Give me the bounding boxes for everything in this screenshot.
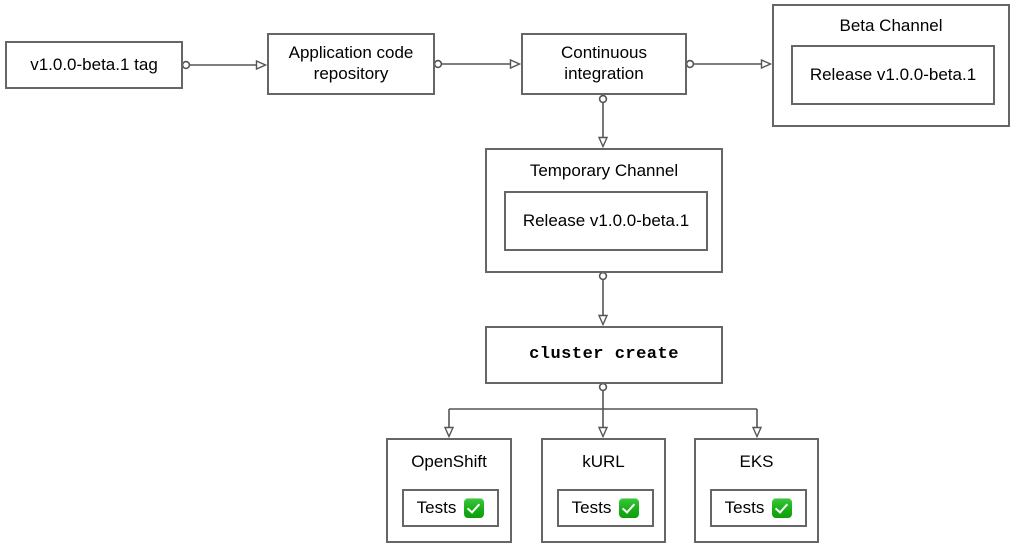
green-check-icon bbox=[619, 497, 640, 518]
node-tag[interactable]: v1.0.0-beta.1 tag bbox=[5, 41, 183, 89]
openshift-tests-label: Tests bbox=[416, 497, 457, 517]
edge-ci-to-beta-channel bbox=[685, 61, 770, 68]
edge-repo-to-ci bbox=[433, 61, 519, 68]
node-application-code-repository-label: Application code repository bbox=[288, 43, 414, 83]
eks-tests-label: Tests bbox=[724, 497, 765, 517]
node-eks-title: EKS bbox=[739, 452, 774, 471]
beta-channel-release-label: Release v1.0.0-beta.1 bbox=[809, 64, 977, 84]
openshift-tests-box[interactable]: Tests bbox=[402, 489, 499, 527]
node-continuous-integration[interactable]: Continuous integration bbox=[521, 33, 687, 95]
node-cluster-create[interactable]: cluster create bbox=[485, 326, 723, 384]
node-openshift-title: OpenShift bbox=[411, 452, 487, 471]
node-beta-channel[interactable]: Beta Channel Release v1.0.0-beta.1 bbox=[772, 4, 1010, 127]
node-tag-label: v1.0.0-beta.1 tag bbox=[30, 54, 158, 74]
kurl-tests-label: Tests bbox=[571, 497, 612, 517]
green-check-icon bbox=[772, 497, 793, 518]
edge-tag-to-repo bbox=[181, 62, 265, 69]
edge-ci-to-temporary-channel bbox=[600, 94, 607, 146]
node-beta-channel-title: Beta Channel bbox=[839, 16, 943, 35]
node-temporary-channel[interactable]: Temporary Channel Release v1.0.0-beta.1 bbox=[485, 148, 723, 273]
node-cluster-create-label: cluster create bbox=[529, 344, 679, 364]
green-check-icon bbox=[464, 497, 485, 518]
temporary-channel-release-label: Release v1.0.0-beta.1 bbox=[522, 210, 690, 230]
node-kurl-title: kURL bbox=[582, 452, 625, 471]
edge-temporary-channel-to-cluster-create bbox=[600, 271, 607, 324]
node-openshift[interactable]: OpenShift Tests bbox=[386, 438, 512, 543]
node-eks[interactable]: EKS Tests bbox=[694, 438, 819, 543]
node-kurl[interactable]: kURL Tests bbox=[541, 438, 666, 543]
node-continuous-integration-label: Continuous integration bbox=[560, 43, 647, 83]
eks-tests-box[interactable]: Tests bbox=[710, 489, 807, 527]
temporary-channel-release-box[interactable]: Release v1.0.0-beta.1 bbox=[504, 191, 708, 251]
beta-channel-release-box[interactable]: Release v1.0.0-beta.1 bbox=[791, 45, 995, 105]
edge-cluster-create-fanout bbox=[449, 382, 757, 436]
kurl-tests-box[interactable]: Tests bbox=[557, 489, 654, 527]
node-application-code-repository[interactable]: Application code repository bbox=[267, 33, 435, 95]
node-temporary-channel-title: Temporary Channel bbox=[529, 161, 679, 180]
